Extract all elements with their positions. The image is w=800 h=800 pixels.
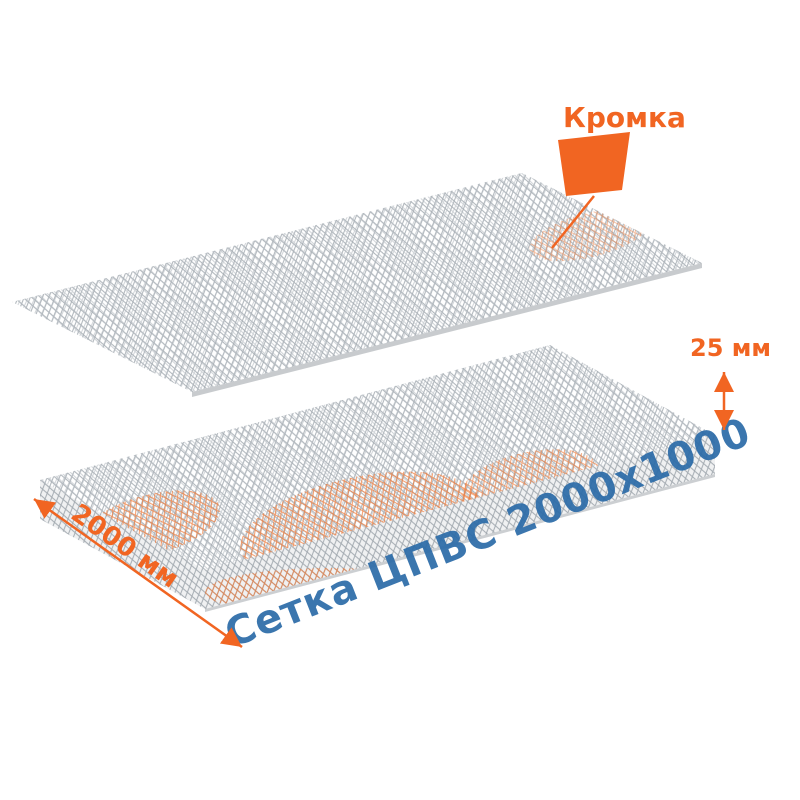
- height-dimension-label: 25 мм: [690, 334, 771, 362]
- dimension-line-length: [33, 497, 243, 649]
- slab-front-face: [205, 435, 715, 609]
- callout: Кромка: [551, 101, 686, 249]
- slab-front-face-shade: [205, 435, 715, 609]
- slab-bottom-edge: [205, 474, 715, 612]
- upper-sheet-edge: [192, 263, 702, 397]
- callout-flag: [558, 132, 630, 196]
- upper-mesh-sheet: [12, 173, 702, 397]
- callout-leader-line: [551, 195, 595, 249]
- callout-label: Кромка: [563, 101, 686, 134]
- upper-mesh-sheet-moire: [12, 173, 702, 392]
- height-dimension: 25 мм: [690, 334, 771, 430]
